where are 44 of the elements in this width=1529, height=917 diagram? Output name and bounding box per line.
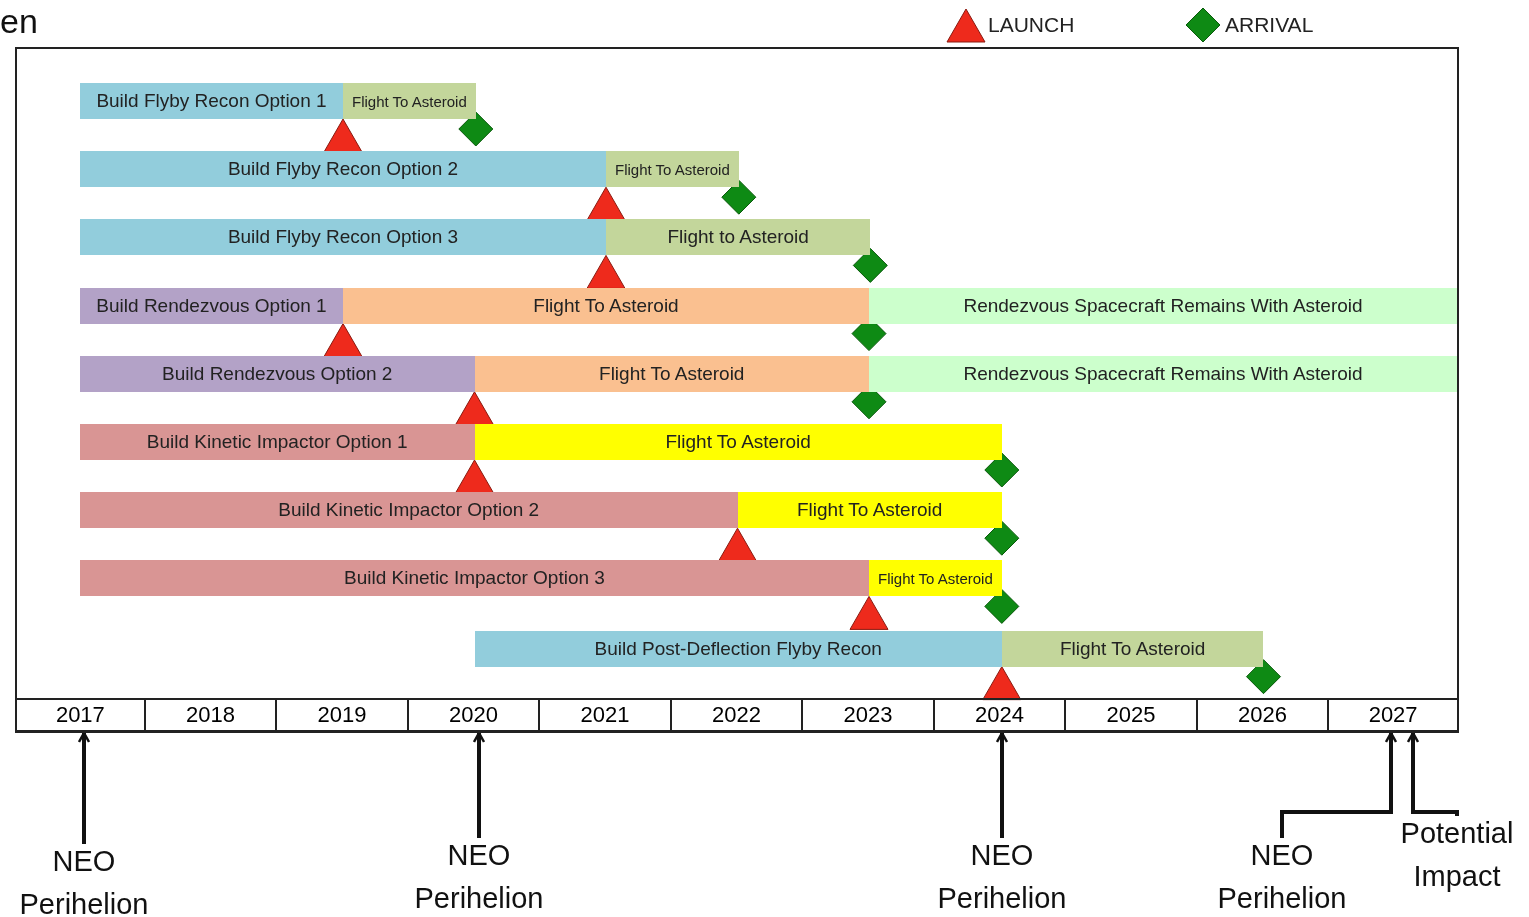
- year-cell: 2017: [15, 698, 146, 732]
- task-bar: Build Post-Deflection Flyby Recon: [474, 630, 1002, 667]
- task-bar: Flight To Asteroid: [474, 355, 869, 392]
- task-bar: Flight To Asteroid: [1001, 630, 1264, 667]
- task-bar: Build Kinetic Impactor Option 2: [80, 492, 738, 529]
- task-bar: Build Kinetic Impactor Option 1: [80, 424, 475, 460]
- arrow: [77, 731, 91, 844]
- year-cell: 2021: [540, 698, 672, 732]
- year-cell: 2023: [803, 698, 935, 732]
- task-bar: Rendezvous Spacecraft Remains With Asteroid: [869, 287, 1457, 324]
- year-cell: 2022: [671, 698, 804, 732]
- task-bar: Build Flyby Recon Option 2: [80, 151, 606, 188]
- year-cell: 2026: [1197, 698, 1330, 732]
- annotation-text: NEO Perihelion: [399, 834, 559, 917]
- arrow: [1280, 731, 1398, 838]
- annotation-text: NEO Perihelion: [922, 834, 1082, 917]
- task-bar: Build Flyby Recon Option 1: [80, 83, 343, 119]
- annotation-text: NEO Perihelion: [4, 840, 164, 917]
- legend-text: LAUNCH: [988, 13, 1075, 37]
- year-cell: 2020: [408, 698, 541, 732]
- year-cell: 2018: [145, 698, 278, 732]
- task-bar: Build Rendezvous Option 2: [80, 355, 475, 392]
- task-bar: Build Kinetic Impactor Option 3: [80, 560, 869, 597]
- year-cell: 2024: [934, 698, 1067, 732]
- task-bar: Build Flyby Recon Option 3: [80, 219, 606, 256]
- annotation-text: NEO Perihelion: [1202, 834, 1362, 917]
- task-bar: Build Rendezvous Option 1: [80, 287, 343, 324]
- task-bar: Flight To Asteroid: [474, 424, 1002, 460]
- task-bar: Flight To Asteroid: [606, 151, 739, 188]
- task-bar: Rendezvous Spacecraft Remains With Asteroid: [869, 355, 1457, 392]
- arrow: [995, 731, 1009, 838]
- task-bar: Flight To Asteroid: [343, 83, 476, 119]
- heading-text: en: [0, 2, 38, 41]
- task-bar: Flight To Asteroid: [737, 492, 1002, 529]
- year-cell: 2019: [277, 698, 409, 732]
- year-cell: 2025: [1066, 698, 1198, 732]
- arrow: [472, 731, 486, 838]
- task-bar: Flight To Asteroid: [869, 560, 1002, 597]
- task-bar: Flight to Asteroid: [606, 219, 871, 256]
- arrow: [1406, 731, 1459, 816]
- task-bar: Flight To Asteroid: [343, 287, 869, 324]
- annotation-text: Potential Impact: [1382, 812, 1529, 898]
- year-cell: 2027: [1329, 698, 1459, 732]
- legend-text: ARRIVAL: [1225, 13, 1314, 37]
